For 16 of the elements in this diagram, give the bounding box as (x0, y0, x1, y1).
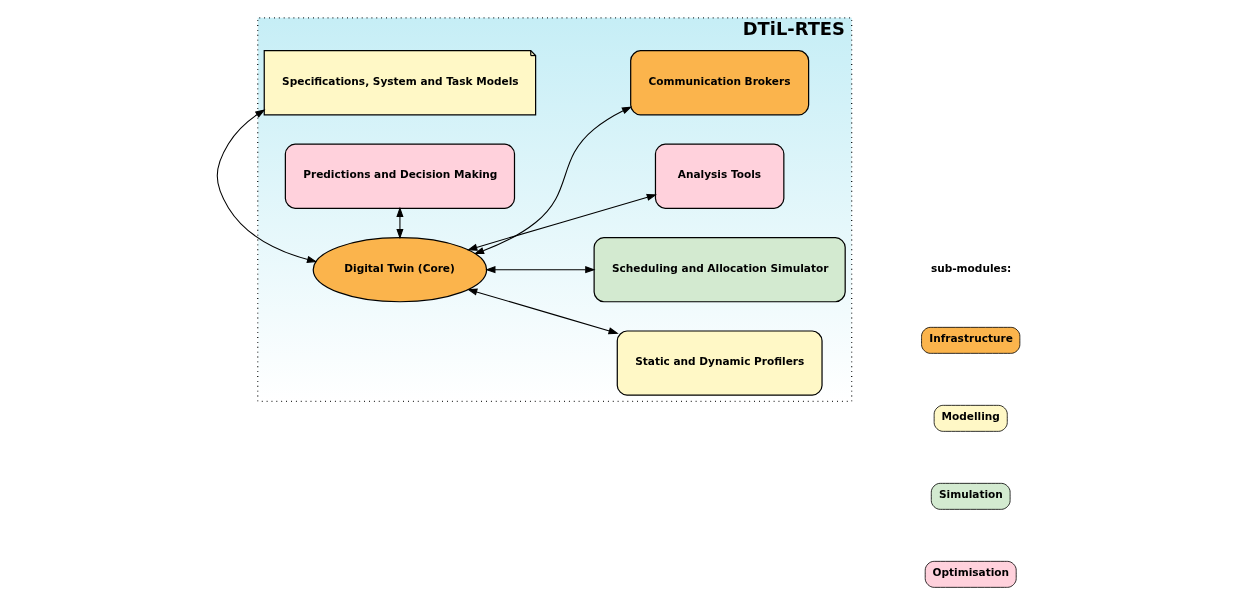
arrow (396, 206, 404, 240)
legend-label: Optimisation (932, 566, 1010, 579)
legend-label: Simulation (939, 488, 1003, 501)
node-box: Scheduling and Allocation Simulator (593, 236, 846, 303)
arrow (485, 266, 596, 274)
node-box: Predictions and Decision Making (284, 143, 516, 209)
arrow (467, 288, 619, 335)
node-box: Static and Dynamic Profilers (616, 330, 823, 396)
node-box: Analysis Tools (654, 143, 785, 209)
node-box: Communication Brokers (630, 50, 810, 116)
legend-label: Infrastructure (929, 332, 1013, 345)
arrow (473, 106, 633, 254)
arrow (216, 109, 318, 263)
arrow (467, 193, 657, 251)
legend-label: Modelling (941, 410, 1000, 423)
label: sub-modules: (930, 261, 1012, 274)
